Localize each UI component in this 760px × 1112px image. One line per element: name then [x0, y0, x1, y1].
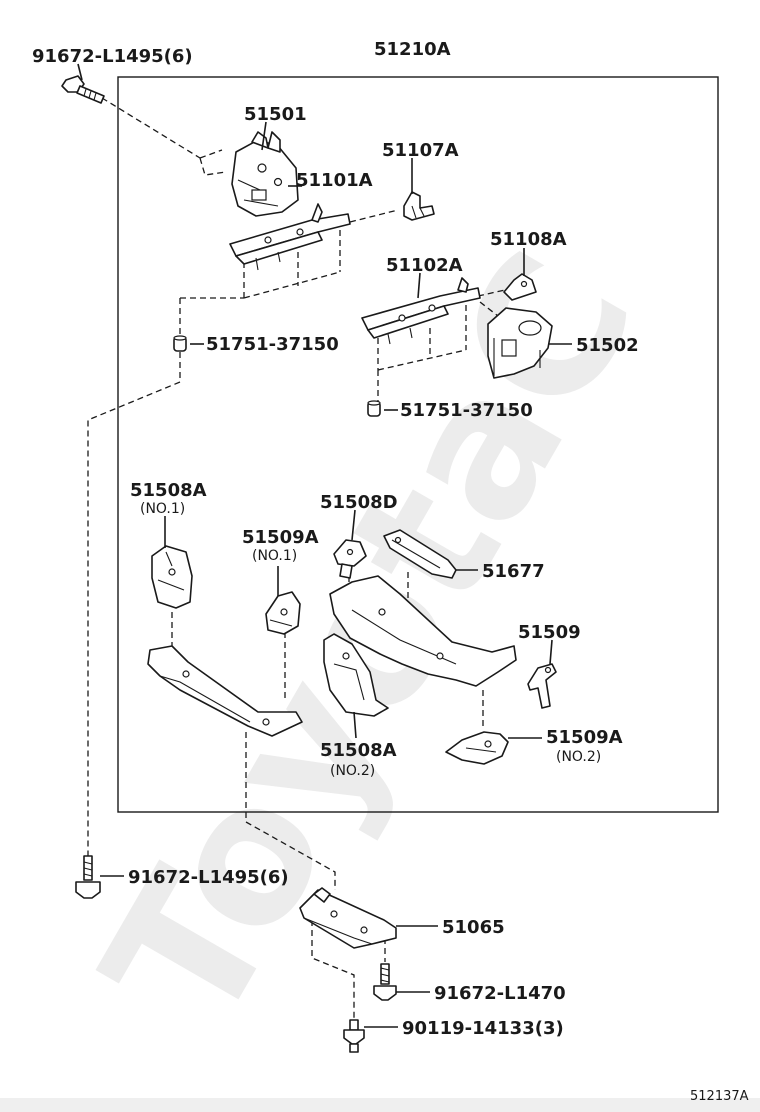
label-51101A: 51101A — [296, 170, 373, 191]
part-51101A-bar — [229, 203, 351, 271]
label-51509A-no2: 51509A — [546, 727, 623, 748]
label-51508A-no1-note: (NO.1) — [140, 501, 185, 517]
bolt-91672-L1470-icon — [373, 963, 397, 1001]
part-51508D-bracket — [333, 539, 367, 579]
label-51509A-no1-note: (NO.1) — [252, 548, 297, 564]
footer-strip — [0, 1098, 760, 1112]
part-51065-bracket — [299, 887, 397, 949]
label-51508D: 51508D — [320, 492, 398, 513]
part-51508A-no2-bracket — [323, 633, 389, 717]
part-51502-bracket — [487, 307, 553, 379]
label-51102A: 51102A — [386, 255, 463, 276]
label-51502: 51502 — [576, 335, 639, 356]
leader-lines — [77, 63, 572, 1028]
part-51501-bracket — [231, 131, 299, 217]
plug-right-icon — [367, 400, 381, 417]
part-51508A-no1-bracket — [151, 545, 193, 609]
plug-left-icon — [173, 335, 187, 352]
label-bolt-bottom: 91672-L1495(6) — [128, 867, 289, 888]
label-plug-right: 51751-37150 — [400, 400, 533, 421]
bolt-top-icon — [61, 75, 105, 104]
label-bolt-top: 91672-L1495(6) — [32, 46, 193, 67]
label-51508A-no2: 51508A — [320, 740, 397, 761]
bolt-90119-14133-icon — [343, 1019, 365, 1053]
label-51509: 51509 — [518, 622, 581, 643]
label-bolt-91672-L1470: 91672-L1470 — [434, 983, 566, 1004]
part-51108A-bracket — [503, 273, 537, 301]
label-bolt-90119: 90119-14133(3) — [402, 1018, 564, 1039]
label-51509A-no1: 51509A — [242, 527, 319, 548]
label-group-51210A: 51210A — [374, 39, 451, 60]
part-51509A-no2-bracket — [445, 731, 509, 765]
part-51509A-no1-bracket — [265, 591, 301, 635]
part-front-crossmember — [147, 645, 303, 737]
part-center-member — [329, 575, 517, 687]
label-51108A: 51108A — [490, 229, 567, 250]
label-51107A: 51107A — [382, 140, 459, 161]
part-51107A-bracket — [403, 191, 435, 221]
label-plug-left: 51751-37150 — [206, 334, 339, 355]
assembly-frame — [117, 76, 719, 813]
label-51508A-no2-note: (NO.2) — [330, 763, 375, 779]
label-51065: 51065 — [442, 917, 505, 938]
part-51677-bar — [383, 529, 457, 579]
label-51508A-no1: 51508A — [130, 480, 207, 501]
label-51677: 51677 — [482, 561, 545, 582]
dashed-connectors — [87, 97, 506, 1020]
figure-number: 512137A — [690, 1089, 749, 1104]
part-51509-bracket — [527, 663, 557, 709]
part-51102A-bar — [361, 277, 481, 345]
label-51501: 51501 — [244, 104, 307, 125]
label-51509A-no2-note: (NO.2) — [556, 749, 601, 765]
bolt-bottom-icon — [75, 855, 101, 899]
